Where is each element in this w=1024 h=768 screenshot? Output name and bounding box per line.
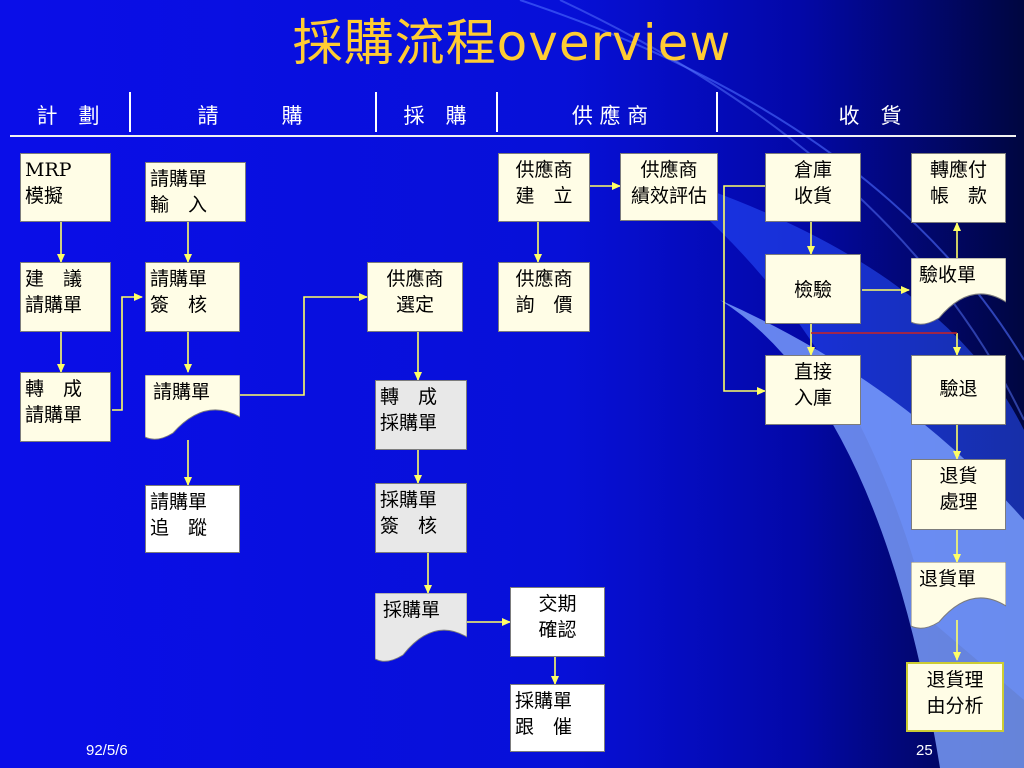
column-header-purchasing: 採 購 [403,104,467,128]
box-transfer-to-payable: 轉應付 帳 款 [911,153,1006,223]
document-purchase-order-label: 採購單 [383,599,441,621]
footer-date: 92/5/6 [86,742,128,759]
slide-title: 採購流程overview [292,14,732,72]
document-return: 退貨單 [911,562,1006,632]
arrow-prdoc-to-select [240,293,368,396]
header-divider [496,92,498,132]
box-inspection: 檢驗 [765,254,861,324]
box-convert-requisition: 轉 成 請購單 [20,372,111,442]
box-requisition-approval: 請購單 簽 核 [145,262,240,332]
box-convert-purchase-order: 轉 成 採購單 [375,380,467,450]
box-supplier-evaluation: 供應商 績效評估 [620,153,718,221]
footer-page-number: 25 [916,742,933,759]
arrow-to-warehouse-and-direct [723,185,766,395]
column-header-supplier: 供 應 商 [571,104,649,128]
document-purchase-order: 採購單 [375,593,467,665]
header-rule [10,135,1016,137]
box-return-handling: 退貨 處理 [911,459,1006,530]
header-divider [129,92,131,132]
document-requisition-label: 請購單 [153,381,211,403]
box-inspection-reject: 驗退 [911,355,1006,425]
box-requisition-input: 請購單 輸 入 [145,162,246,222]
box-requisition-tracking: 請購單 追 蹤 [145,485,240,553]
box-purchase-order-followup: 採購單 跟 催 [510,684,605,752]
box-supplier-setup: 供應商 建 立 [498,153,590,222]
box-mrp-simulation: MRP 模擬 [20,153,111,222]
column-header-receiving: 收 貨 [838,104,902,128]
column-header-plan: 計 劃 [36,104,100,128]
box-supplier-selection: 供應商 選定 [367,262,463,332]
box-supplier-inquiry: 供應商 詢 價 [498,262,590,332]
box-suggest-requisition: 建 議 請購單 [20,262,111,332]
box-purchase-order-approval: 採購單 簽 核 [375,483,467,553]
header-divider [716,92,718,132]
box-return-reason-analysis: 退貨理 由分析 [906,662,1004,732]
column-header-requisition: 請 購 [197,104,303,128]
document-acceptance-label: 驗收單 [919,264,977,286]
document-return-label: 退貨單 [919,568,977,590]
arrow-convert-to-approve [112,293,143,411]
box-direct-stock-in: 直接 入庫 [765,355,861,425]
box-delivery-confirmation: 交期 確認 [510,587,605,657]
header-divider [375,92,377,132]
document-acceptance: 驗收單 [911,258,1006,328]
box-warehouse-receiving: 倉庫 收貨 [765,153,861,222]
document-requisition: 請購單 [145,375,240,443]
